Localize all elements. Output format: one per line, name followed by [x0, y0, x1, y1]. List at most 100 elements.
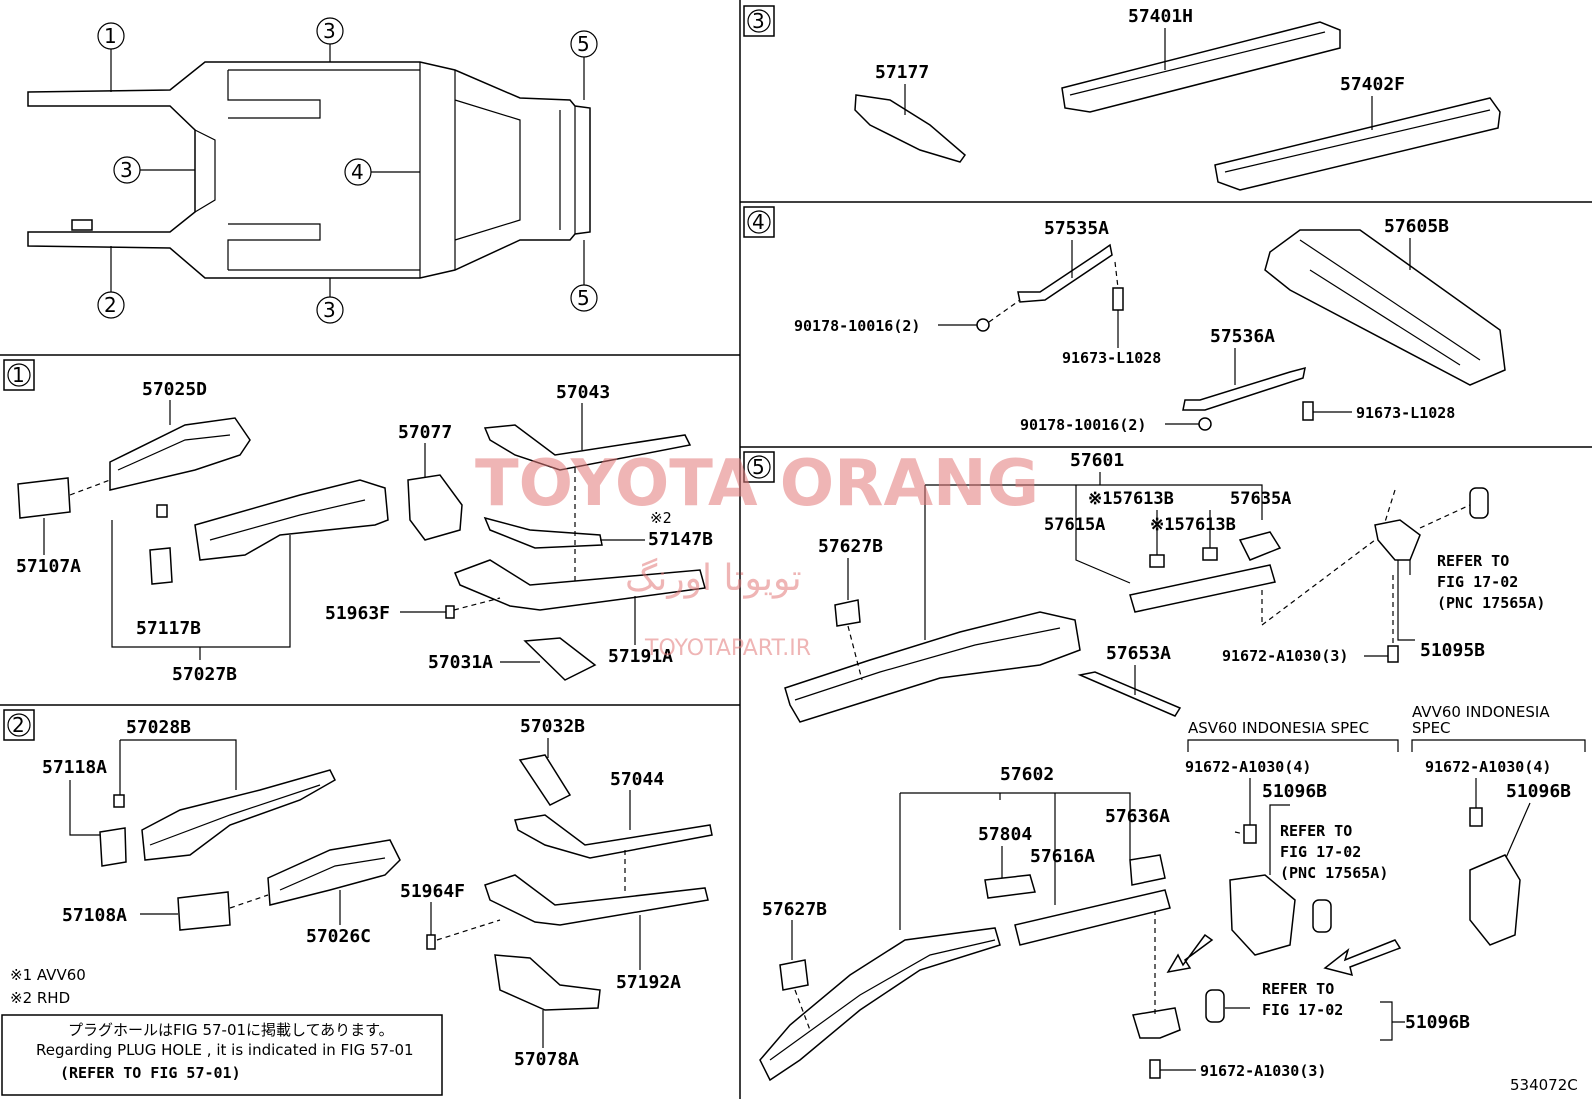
part-label-p57118A: 57118A — [42, 757, 107, 778]
part-label-p57535A: 57535A — [1044, 218, 1109, 239]
part-57032B — [518, 754, 572, 806]
part-label-p57636A: 57636A — [1105, 806, 1170, 827]
overview-marker-2: 2 — [104, 293, 117, 317]
plug-hole-ref: (REFER TO FIG 57-01) — [60, 1064, 241, 1082]
part-label-p57027B: 57027B — [172, 664, 237, 685]
section-1: 1 57025D 57107A 57117B 57027B 57077 5704… — [3, 359, 713, 685]
part-label-p57605B: 57605B — [1384, 216, 1449, 237]
part-label-p57613B1: ※157613B — [1088, 489, 1174, 509]
part-label-p57117B: 57117B — [136, 618, 201, 639]
part-label-p57078A: 57078A — [514, 1049, 579, 1070]
part-label-p57028B: 57028B — [126, 717, 191, 738]
part-label-p91673b: 91673-L1028 — [1356, 404, 1455, 422]
section-1-badge: 1 — [12, 363, 25, 387]
part-51096B-bottom — [1132, 1007, 1181, 1039]
section-2-badge: 2 — [12, 713, 25, 737]
part-label-p57627B2: 57627B — [762, 899, 827, 920]
part-57613B-a — [1149, 554, 1165, 568]
part-label-1: FIG 17-02 — [1437, 573, 1518, 591]
part-51095B — [1374, 519, 1421, 561]
part-label-1: FIG 17-02 — [1262, 1001, 1343, 1019]
part-label-p57147B: 57147B — [648, 529, 713, 550]
section-2: 2 57028B 57118A 57108A 57026C 57032B 570… — [3, 709, 713, 1082]
part-57108A — [177, 891, 231, 931]
overview-underbody — [27, 61, 591, 279]
part-label-p57627B1: 57627B — [818, 536, 883, 557]
part-label-p51963F: 51963F — [325, 603, 390, 624]
part-57653A — [1077, 671, 1182, 717]
part-51964F — [426, 934, 436, 950]
part-51096B-asv — [1229, 874, 1296, 956]
arrow-right — [1323, 939, 1402, 977]
plug-hole-note-en: Regarding PLUG HOLE , it is indicated in… — [36, 1041, 414, 1059]
watermark-latin: TOYOTA ORANG — [475, 447, 1039, 521]
part-label-p91672d: 91672-A1030(3) — [1200, 1062, 1326, 1080]
part-57602-rail — [759, 927, 1001, 1082]
part-57536A — [1182, 366, 1306, 411]
overview-marker-1: 1 — [104, 24, 117, 48]
part-51963F — [445, 605, 455, 619]
section-4-badge: 4 — [752, 210, 765, 234]
section-3: 3 57401H 57177 57402F — [743, 5, 1501, 191]
overview-marker-3-left: 3 — [120, 158, 133, 182]
section-4: 4 57535A 90178-10016(2) 91673-L1028 5760… — [743, 206, 1506, 434]
part-57028B-rail — [141, 769, 336, 861]
part-57616A — [1014, 889, 1171, 946]
part-57535A — [1017, 243, 1113, 303]
part-57401H — [1061, 21, 1341, 113]
part-label-p90178a: 90178-10016(2) — [794, 317, 920, 335]
watermark-persian: تویوتا اورنگ — [625, 557, 802, 599]
arrow-left — [1166, 933, 1214, 974]
figure-code: 534072C — [1510, 1076, 1578, 1094]
spec-asv60-label: ASV60 INDONESIA SPEC — [1188, 719, 1369, 737]
part-label-note2: ※2 — [650, 509, 672, 527]
part-label-0: REFER TO — [1280, 822, 1352, 840]
part-label-p91673a: 91673-L1028 — [1062, 349, 1161, 367]
part-label-p57026C: 57026C — [306, 926, 371, 947]
overview-marker-4: 4 — [351, 160, 364, 184]
part-57635A — [1238, 531, 1282, 561]
part-label-p51096Bb: 51096B — [1506, 781, 1571, 802]
part-label-p51096Ba: 51096B — [1262, 781, 1327, 802]
part-bolt-91672-b — [1243, 824, 1257, 844]
part-label-p57613B2: ※157613B — [1150, 515, 1236, 535]
part-57118A — [99, 827, 127, 867]
part-57613B-b — [1202, 547, 1218, 561]
watermark: TOYOTA ORANG تویوتا اورنگ TOYOTAPART.IR — [475, 447, 1039, 661]
part-57043 — [483, 424, 692, 471]
part-label-p91672c: 91672-A1030(4) — [1425, 758, 1551, 776]
overview-marker-5-top: 5 — [577, 32, 590, 56]
part-label-p57536A: 57536A — [1210, 326, 1275, 347]
overview-marker-3-bottom: 3 — [323, 298, 336, 322]
part-label-p57044: 57044 — [610, 769, 664, 790]
part-label-p57653A: 57653A — [1106, 643, 1171, 664]
part-57627B-top — [834, 599, 861, 627]
part-57025D — [109, 417, 251, 491]
part-57402F — [1214, 97, 1501, 191]
part-57192A — [484, 874, 709, 926]
part-label-0: REFER TO — [1437, 552, 1509, 570]
watermark-site: TOYOTAPART.IR — [644, 636, 811, 661]
part-57117B — [149, 547, 173, 585]
part-label-p57402F: 57402F — [1340, 74, 1405, 95]
overview-marker-3-top: 3 — [323, 19, 336, 43]
note-avv60: ※1 AVV60 — [10, 966, 86, 984]
part-57026C — [267, 839, 401, 906]
part-57027B-rail — [194, 479, 389, 561]
part-bolt-91672-a — [1387, 645, 1399, 663]
part-57605B — [1264, 229, 1506, 386]
part-label-p57804: 57804 — [978, 824, 1032, 845]
part-label-p57031A: 57031A — [428, 652, 493, 673]
part-bolt-91672-c — [1469, 807, 1483, 827]
section-3-badge: 3 — [752, 9, 765, 33]
part-57078A — [494, 954, 601, 1011]
overview-marker-5-bottom: 5 — [577, 286, 590, 310]
part-label-p57177: 57177 — [875, 62, 929, 83]
part-label-p57615A: 57615A — [1044, 515, 1105, 535]
part-label-p51096Bc: 51096B — [1405, 1012, 1470, 1033]
part-label-p57401H: 57401H — [1128, 6, 1193, 27]
part-bolt-91672-d — [1149, 1059, 1161, 1079]
part-label-p91672b: 91672-A1030(4) — [1185, 758, 1311, 776]
